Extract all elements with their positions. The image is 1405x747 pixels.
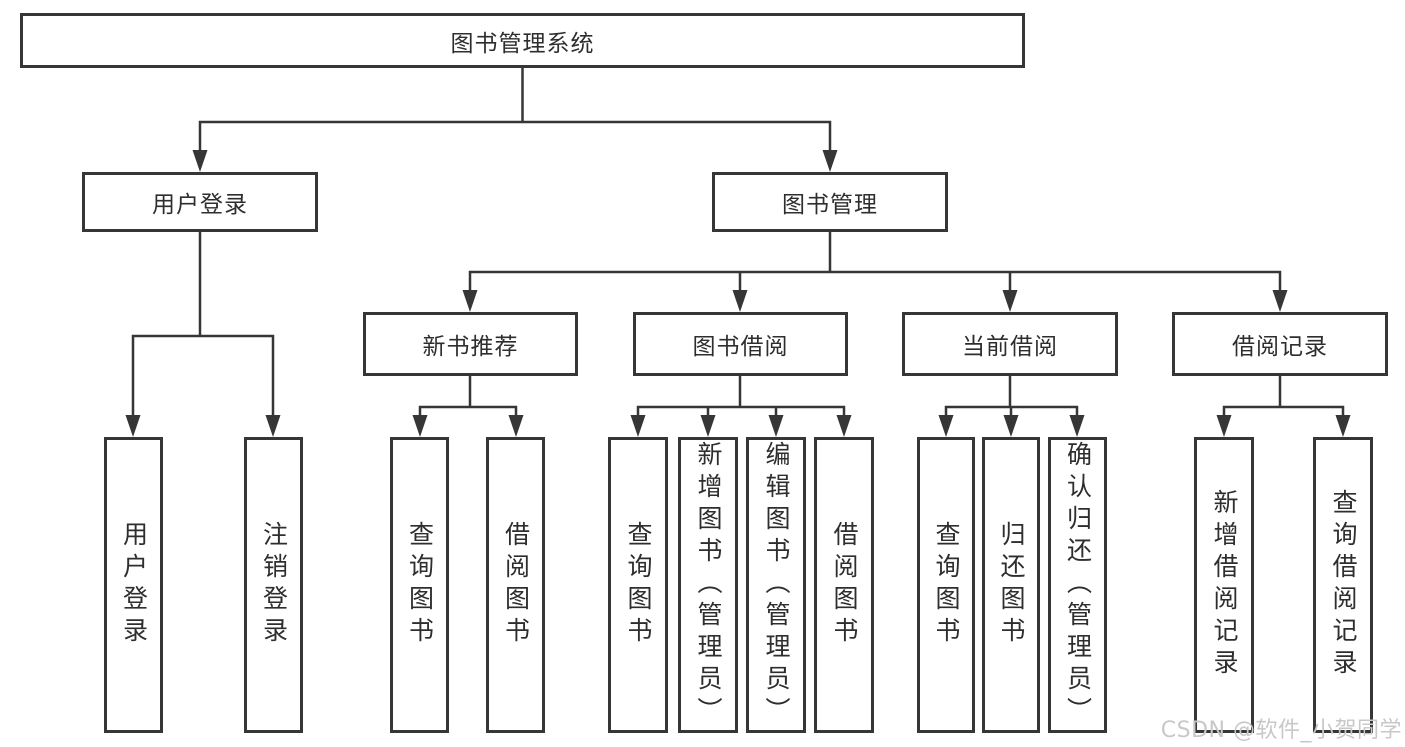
node-book-borrow: 图书借阅: [633, 312, 848, 376]
node-label: 注销登录: [259, 521, 289, 649]
node-label: 新增图书（管理员）: [694, 441, 723, 729]
node-current-borrow: 当前借阅: [902, 312, 1118, 376]
arrowhead: [192, 150, 208, 172]
node-borrow-records: 借阅记录: [1172, 312, 1388, 376]
arrowhead: [1335, 415, 1351, 437]
node-label: 确认归还（管理员）: [1063, 441, 1093, 729]
node-label: 查询图书: [932, 521, 961, 649]
node-label: 借阅图书: [830, 521, 859, 649]
node-label: 用户登录: [152, 192, 248, 218]
node-label: 借阅记录: [1232, 334, 1328, 360]
node-label: 编辑图书（管理员）: [762, 441, 791, 729]
arrowhead: [822, 150, 838, 172]
node-label: 归还图书: [997, 521, 1026, 649]
node-leaf-logout: 注销登录: [244, 437, 303, 733]
arrowhead: [700, 415, 716, 437]
arrowhead: [732, 290, 748, 312]
node-new-book-recommend: 新书推荐: [363, 312, 578, 376]
node-leaf-nbr-borrow-books: 借阅图书: [486, 437, 545, 733]
node-leaf-cb-return-books: 归还图书: [982, 437, 1040, 733]
node-label: 借阅图书: [501, 521, 531, 649]
arrowhead: [1216, 415, 1232, 437]
arrowhead: [125, 415, 141, 437]
node-label: 图书管理: [782, 192, 878, 218]
node-label: 用户登录: [119, 521, 149, 649]
arrowhead: [265, 415, 281, 437]
node-book-management: 图书管理: [712, 172, 948, 232]
node-leaf-br-add-record: 新增借阅记录: [1194, 437, 1254, 733]
node-root: 图书管理系统: [20, 13, 1025, 68]
node-leaf-nbr-query-books: 查询图书: [390, 437, 449, 733]
node-label: 新增借阅记录: [1210, 489, 1239, 681]
arrowhead: [1002, 290, 1018, 312]
arrowhead: [1272, 290, 1288, 312]
arrowhead: [1003, 415, 1019, 437]
node-leaf-cb-query-books: 查询图书: [917, 437, 975, 733]
node-label: 查询图书: [624, 521, 653, 649]
connector-current-borrow-children: [944, 376, 1079, 420]
connector-root-to-level2: [198, 68, 832, 160]
arrowhead: [630, 415, 646, 437]
node-leaf-bb-borrow-books: 借阅图书: [814, 437, 874, 733]
node-leaf-cb-confirm-return-admin: 确认归还（管理员）: [1048, 437, 1107, 733]
watermark-text: CSDN @软件_小贺同学: [1160, 718, 1402, 743]
node-label: 当前借阅: [962, 334, 1058, 360]
arrowhead: [768, 415, 784, 437]
node-leaf-bb-add-books-admin: 新增图书（管理员）: [678, 437, 738, 733]
connector-book-mgmt-children: [468, 232, 1282, 295]
arrowhead: [462, 290, 478, 312]
node-leaf-bb-edit-books-admin: 编辑图书（管理员）: [746, 437, 806, 733]
node-label: 查询图书: [405, 521, 435, 649]
node-label: 查询借阅记录: [1329, 489, 1358, 681]
connector-new-book-children: [418, 376, 518, 420]
connector-borrow-records-children: [1222, 376, 1345, 420]
arrowhead: [836, 415, 852, 437]
node-leaf-user-login: 用户登录: [104, 437, 163, 733]
arrowhead: [412, 415, 428, 437]
node-label: 图书管理系统: [450, 30, 595, 57]
arrowhead: [508, 415, 524, 437]
node-label: 图书借阅: [692, 334, 789, 360]
node-user-login: 用户登录: [82, 172, 318, 232]
node-leaf-bb-query-books: 查询图书: [608, 437, 668, 733]
node-leaf-br-query-record: 查询借阅记录: [1313, 437, 1373, 733]
connector-user-login-children: [131, 232, 275, 420]
connector-book-borrow-children: [636, 376, 846, 420]
arrowhead: [938, 415, 954, 437]
node-label: 新书推荐: [422, 334, 519, 360]
arrowhead: [1069, 415, 1085, 437]
